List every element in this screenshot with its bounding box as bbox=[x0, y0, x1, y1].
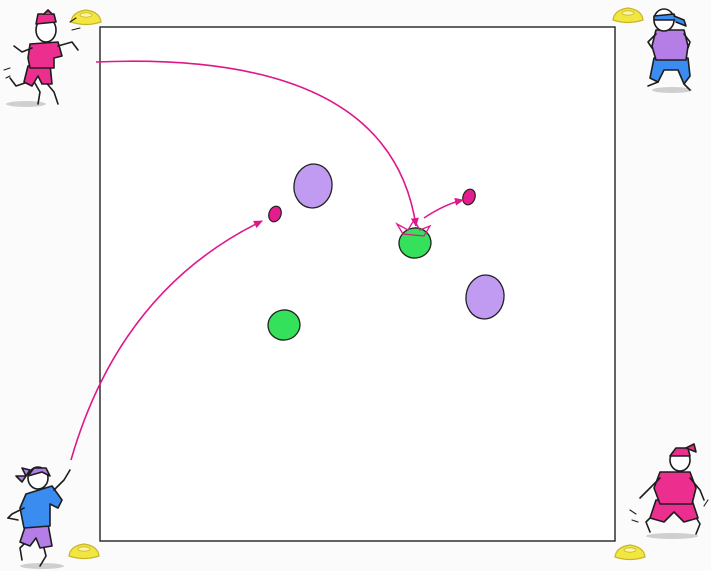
ball-medium-green-1 bbox=[267, 309, 301, 341]
ball-large-purple-1 bbox=[293, 163, 333, 209]
throw-arrow-bounce bbox=[423, 197, 464, 219]
cone-bottom-left bbox=[68, 543, 100, 560]
player-top-left bbox=[3, 9, 81, 107]
cone-bottom-right bbox=[614, 544, 646, 561]
ball-small-pink-2 bbox=[462, 188, 476, 206]
court-boundary bbox=[99, 26, 616, 542]
player-bottom-left bbox=[7, 466, 71, 569]
ball-small-pink-1 bbox=[268, 205, 282, 223]
bounce-mark bbox=[395, 218, 432, 237]
cone-top-left bbox=[70, 9, 102, 26]
throw-arrow-bottom-left bbox=[70, 220, 263, 461]
throw-arrow-top-left bbox=[95, 60, 419, 227]
cone-top-right bbox=[612, 7, 644, 24]
ball-large-purple-2 bbox=[465, 274, 505, 320]
player-bottom-right bbox=[629, 443, 709, 539]
player-top-right bbox=[647, 8, 692, 93]
